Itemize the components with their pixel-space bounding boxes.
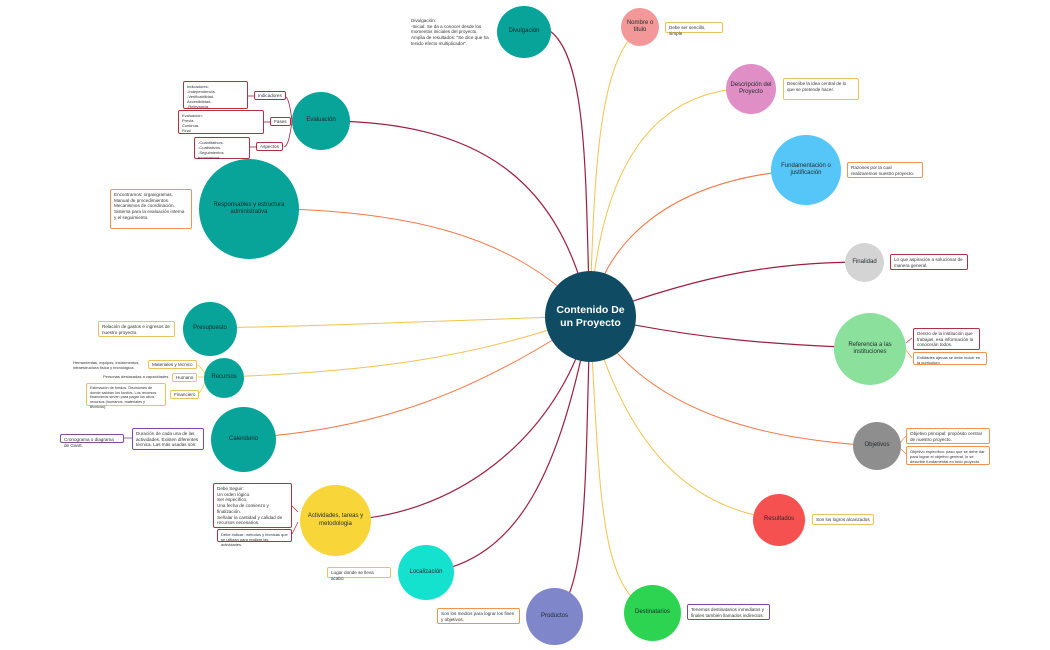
node-objetivos[interactable]: Objetivos <box>853 422 901 470</box>
box-divulgacion: Divulgación: -Inicial: Se da a conocer d… <box>411 18 489 46</box>
node-referencia-label: Referencia a las instituciones <box>848 341 892 356</box>
node-recursos-label: Recursos <box>211 374 237 381</box>
node-divulgacion-label: Divulgación <box>508 28 540 35</box>
center-node-label: Contenido De un Proyecto <box>556 303 625 329</box>
node-responsables[interactable]: Responsables y estructura administrativa <box>199 159 299 259</box>
label-recursos-humanos: Humano <box>172 373 198 382</box>
box-objetivos-1: Objetivo principal: propósito central de… <box>906 428 990 444</box>
label-evaluacion-indicadores: Indicadores <box>254 91 286 100</box>
box-evaluacion-indicadores: Indicadores: -Independencia. -Verificabi… <box>183 81 248 109</box>
box-recursos-financieros: Estimación de fondos. Decisiones de dond… <box>86 383 166 409</box>
node-nombre[interactable]: Nombre o titulo <box>621 8 659 46</box>
box-nombre: Debe ser sencillo, simple <box>665 22 723 36</box>
node-presupuesto[interactable]: Presupuesto <box>183 302 237 356</box>
node-descripcion-label: Descripción del Proyecto <box>730 81 772 96</box>
node-resultados[interactable]: Resultados <box>753 494 805 546</box>
box-objetivos-2: Objetivo específico: paso que se debe da… <box>906 446 990 465</box>
box-calendario-2: Cronograma o diagrama de Gantt. <box>60 434 124 448</box>
box-actividades-2: Debe indicar: métodos y técnicas que se … <box>217 529 292 547</box>
node-responsables-label: Responsables y estructura administrativa <box>213 201 285 216</box>
node-evaluacion[interactable]: Evaluación <box>292 92 350 150</box>
node-presupuesto-label: Presupuesto <box>193 325 227 332</box>
node-productos-label: Productos <box>540 612 568 619</box>
box-destinatarios: Tenemos destinatarios inmediatos y final… <box>687 604 770 620</box>
node-fundamentacion[interactable]: Fundamentación o justificación <box>771 135 841 205</box>
node-fundamentacion-label: Fundamentación o justificación <box>781 162 831 177</box>
node-calendario-label: Calendario <box>228 435 259 442</box>
node-localizacion[interactable]: Localización <box>398 545 454 600</box>
label-recursos-financieros: Financiero <box>170 390 200 399</box>
box-localizacion: Lugar donde se lleva acabo <box>327 567 391 581</box>
node-destinatarios-label: Destinatarios <box>634 609 670 616</box>
node-referencia[interactable]: Referencia a las instituciones <box>834 313 906 385</box>
node-productos[interactable]: Productos <box>526 588 583 645</box>
node-calendario[interactable]: Calendario <box>211 407 276 472</box>
label-evaluacion-fases: Fases <box>270 117 291 126</box>
box-finalidad: Lo que aspiración a solucionar de manera… <box>890 254 968 270</box>
box-evaluacion-fases: Evaluación: Previa. Continua. Final <box>178 110 264 134</box>
box-descripcion: Describe la idea central de lo que se pr… <box>783 78 859 100</box>
node-actividades-label: Actividades, tareas y metodologia <box>307 513 364 527</box>
box-calendario-1: Duración de cada una de las actividades.… <box>132 428 204 450</box>
box-referencia-1: Dentro de la institución que trabajas, e… <box>913 328 980 350</box>
node-recursos[interactable]: Recursos <box>204 358 244 398</box>
node-actividades[interactable]: Actividades, tareas y metodologia <box>300 485 371 556</box>
node-divulgacion[interactable]: Divulgación <box>497 6 551 58</box>
center-node[interactable]: Contenido De un Proyecto <box>545 271 636 362</box>
node-resultados-label: Resultados <box>763 516 795 523</box>
box-productos: Son los medios para lograr los fines y o… <box>437 608 520 624</box>
box-recursos-materiales: Herramientas, equipos, instrumentos, inf… <box>73 360 140 370</box>
node-nombre-label: Nombre o titulo <box>626 19 654 34</box>
box-actividades-1: Debe Seguir: Un orden lógico. Ser especí… <box>213 483 292 528</box>
box-referencia-2: Entidades ajenas se debe incluir en la c… <box>913 352 987 365</box>
box-resultados: Son los logros alcanzados <box>812 514 874 525</box>
box-recursos-humanos: Personas destacadas a capacidades <box>103 374 169 379</box>
node-objetivos-label: Objetivos <box>864 442 890 449</box>
node-finalidad-label: Finalidad <box>852 258 877 265</box>
label-evaluacion-aspectos: Aspectos <box>256 142 283 151</box>
node-evaluacion-label: Evaluación <box>306 117 336 124</box>
label-recursos-materiales: Materiales y técnico <box>148 360 197 369</box>
node-finalidad[interactable]: Finalidad <box>845 243 884 282</box>
box-evaluacion-aspectos: -Cuantitativos. -Cualitativos. -Seguimie… <box>194 137 250 160</box>
box-presupuesto: Relación de gastos e ingresos de nuestro… <box>98 321 175 337</box>
box-responsables: Encontramos: organigramas. Manual de pro… <box>110 189 192 229</box>
box-fundamentacion: Razones por la cual realizaremos nuestro… <box>847 162 923 178</box>
node-localizacion-label: Localización <box>409 568 443 575</box>
node-destinatarios[interactable]: Destinatarios <box>624 585 681 641</box>
node-descripcion[interactable]: Descripción del Proyecto <box>726 64 776 114</box>
